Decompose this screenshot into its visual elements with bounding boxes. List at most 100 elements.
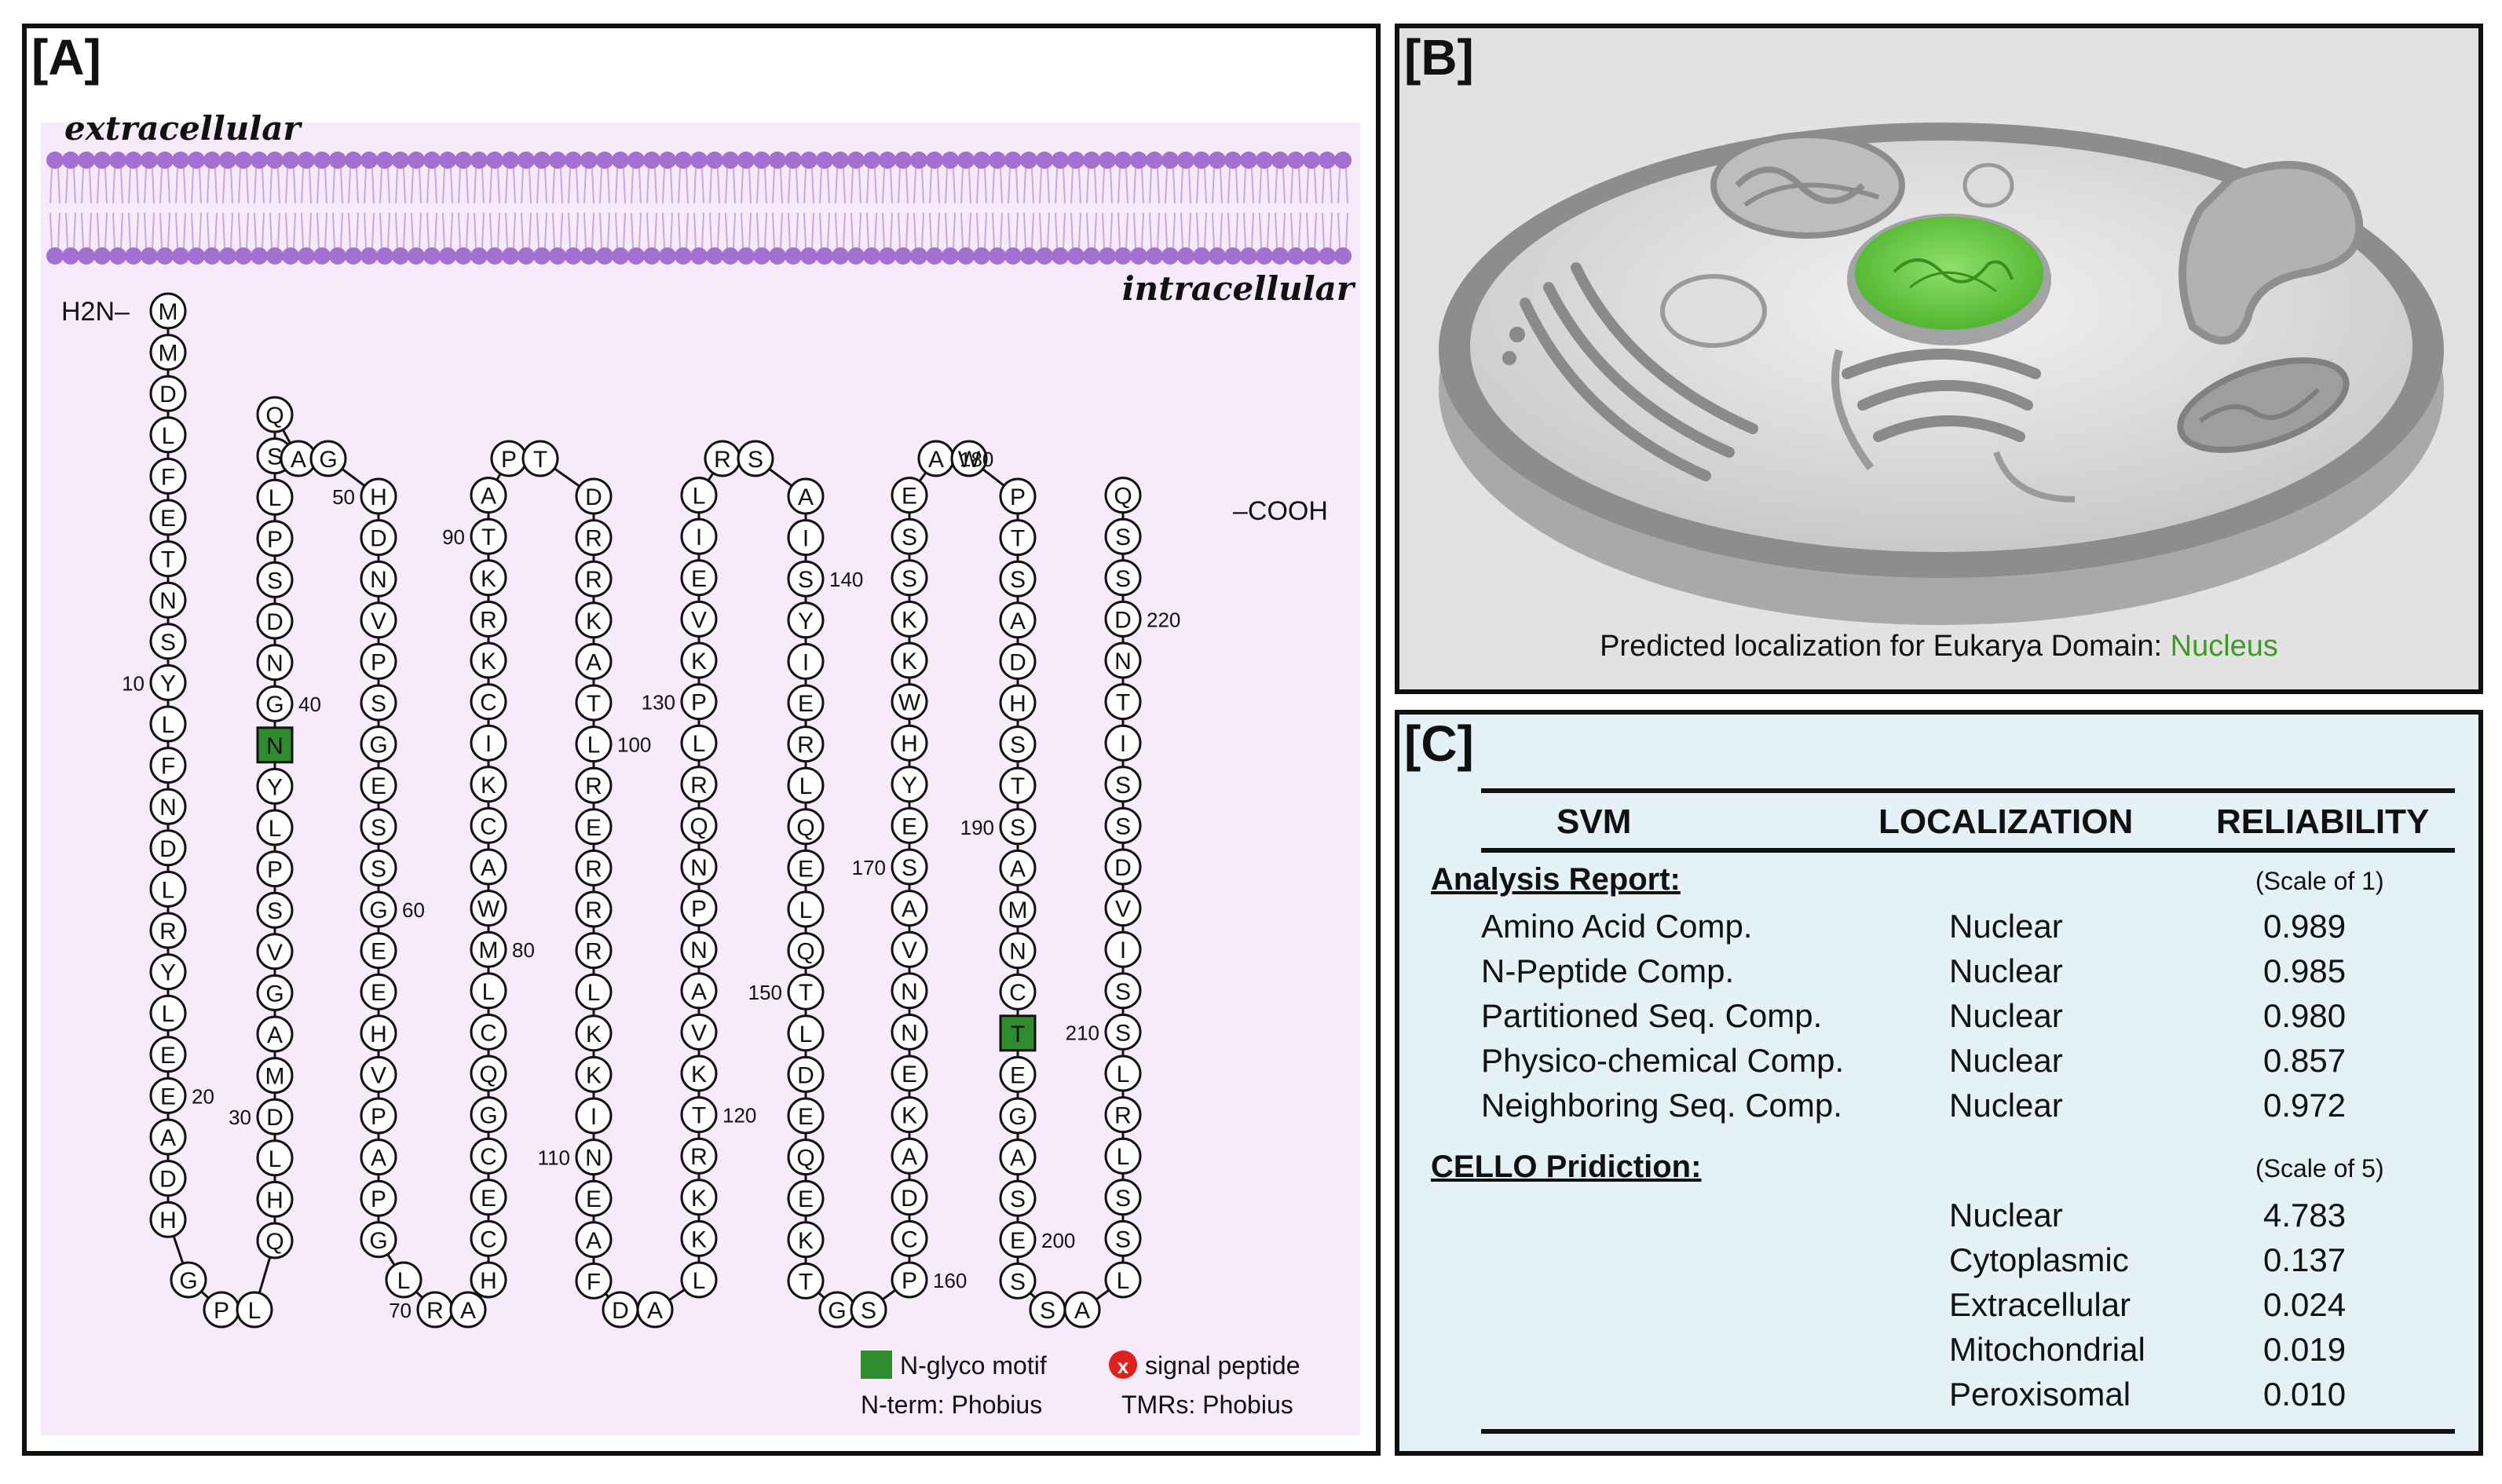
residue-letter: A — [1010, 1146, 1026, 1171]
residue-letter: G — [828, 1298, 846, 1324]
lipid-tail — [960, 167, 971, 204]
lipid-head — [1256, 247, 1273, 265]
intracellular-label: intracellular — [1122, 269, 1356, 308]
position-number: 150 — [748, 981, 782, 1004]
lipid-head — [172, 247, 189, 265]
residue-letter: D — [266, 609, 283, 635]
lipid-head — [879, 247, 896, 265]
residue-letter: S — [1115, 773, 1131, 799]
residue — [787, 642, 825, 680]
lipid-head — [596, 152, 613, 169]
lipid-head — [298, 247, 315, 265]
residue-letter: G — [1008, 1104, 1026, 1130]
panel-b-label: [B] — [1404, 29, 1474, 86]
lipid-head — [1099, 152, 1116, 169]
residue — [256, 933, 294, 970]
position-number: 40 — [298, 693, 321, 716]
residue — [680, 806, 718, 844]
lipid-tail — [945, 212, 956, 249]
position-number: 220 — [1147, 608, 1180, 631]
residue — [999, 766, 1037, 804]
residue-letter: S — [1115, 813, 1131, 839]
residue — [891, 724, 928, 762]
residue-letter: P — [691, 897, 707, 923]
position-number: 50 — [332, 485, 355, 509]
residue — [256, 478, 294, 516]
lipid-tail — [1117, 212, 1128, 249]
lipid-tail — [913, 212, 924, 249]
lipid-tail — [144, 212, 155, 249]
lipid-bilayer — [46, 152, 1352, 265]
lipid-head — [313, 247, 331, 265]
residue — [360, 477, 397, 515]
residue — [1104, 1096, 1142, 1134]
residue — [999, 1179, 1037, 1217]
residue-letter: Y — [160, 960, 176, 986]
residue-letter: M — [265, 1064, 285, 1090]
lipid-head — [565, 247, 582, 265]
residue-letter: Q — [796, 815, 814, 841]
cello-title: CELLO Pridiction: — [1431, 1150, 1702, 1184]
lipid-tail — [1227, 212, 1238, 249]
residue-letter: Y — [267, 774, 283, 800]
lipid-tail — [898, 212, 909, 249]
residue — [680, 1137, 718, 1175]
residue-letter: P — [267, 527, 283, 553]
residue-letter: T — [799, 1269, 813, 1295]
residue — [999, 1139, 1037, 1176]
lipid-tail — [913, 167, 924, 204]
residue — [680, 600, 718, 638]
residue — [787, 1097, 825, 1135]
lipid-tail — [1165, 167, 1176, 204]
residue-letter: E — [586, 815, 602, 841]
lipid-head — [188, 152, 205, 169]
residue-letter: L — [162, 877, 175, 903]
residue-letter: K — [691, 1062, 707, 1087]
analysis-value: 0.989 — [2263, 908, 2347, 945]
residue — [999, 1055, 1037, 1093]
lipid-tail — [364, 167, 375, 204]
residue — [1104, 1261, 1142, 1299]
lipid-tail — [835, 212, 846, 249]
table-top-rule — [1481, 788, 2455, 793]
residue-letter: C — [480, 813, 497, 839]
residue-letter: Q — [796, 939, 814, 965]
residue — [470, 559, 507, 597]
residue — [1104, 641, 1142, 679]
lipid-head — [910, 152, 927, 169]
residue-letter: K — [481, 566, 496, 592]
residue — [999, 684, 1037, 722]
analysis-scale: (Scale of 1) — [2255, 867, 2384, 895]
residue-letter: S — [861, 1298, 876, 1324]
lipid-tail — [222, 212, 233, 249]
residue-letter: N — [1114, 649, 1132, 674]
residue-letter: P — [501, 447, 517, 473]
lipid-tail — [850, 167, 861, 204]
residue — [256, 767, 294, 805]
lipid-tail — [599, 167, 610, 204]
residue — [680, 930, 718, 968]
lipid-head — [1209, 247, 1226, 265]
lipid-head — [612, 247, 629, 265]
residue — [149, 788, 187, 825]
residue-letter: L — [799, 773, 813, 799]
residue — [149, 1036, 187, 1073]
residue-letter: S — [1040, 1298, 1055, 1324]
residue-letter: F — [161, 464, 175, 490]
lipid-head — [596, 247, 613, 265]
lipid-tail — [772, 167, 783, 204]
residue — [787, 932, 825, 970]
residue-letter: K — [902, 1103, 917, 1129]
lipid-head — [737, 247, 755, 265]
nglyco-legend-label: N-glyco motif — [900, 1351, 1047, 1380]
caption-prefix: Predicted localization for Eukarya Domai… — [1600, 630, 2163, 663]
lipid-tail — [254, 212, 265, 249]
position-number: 200 — [1041, 1229, 1075, 1252]
lipid-head — [46, 247, 64, 265]
lipid-tail — [568, 167, 579, 204]
residue — [149, 829, 187, 867]
residue-letter: L — [799, 897, 813, 923]
residue — [787, 684, 825, 722]
residue-letter: P — [691, 690, 707, 716]
residue-letter: T — [1011, 1022, 1025, 1047]
